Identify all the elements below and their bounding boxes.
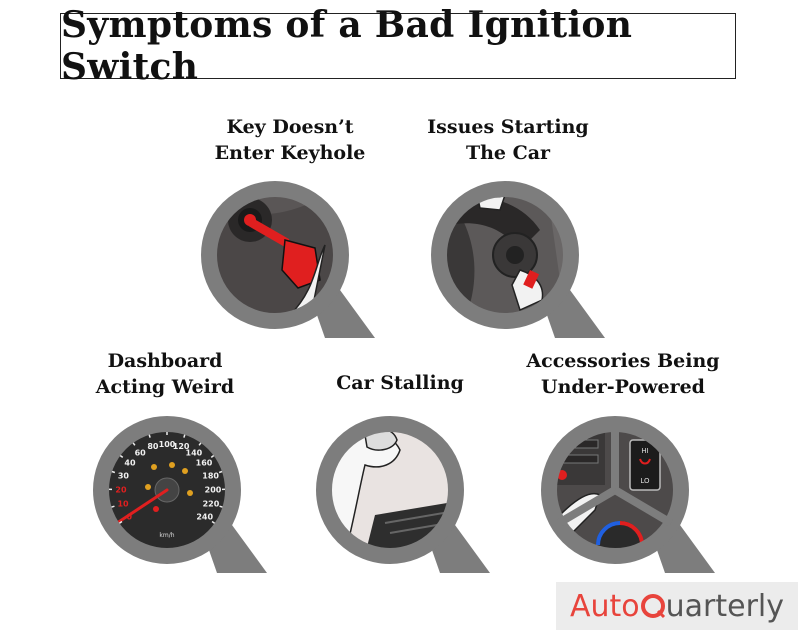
autoquarterly-logo: Auto uarterly bbox=[556, 582, 798, 630]
speedometer-tick-label: 160 bbox=[196, 459, 213, 468]
speedometer-tick-label: 60 bbox=[135, 449, 147, 458]
symptom-label-line: Dashboard bbox=[107, 350, 223, 372]
speedometer-tick-label: 120 bbox=[173, 442, 190, 451]
warning-light-icon bbox=[145, 484, 151, 490]
seat-heater-hi-label: HI bbox=[641, 447, 648, 455]
symptom-label-dashboard: Dashboard Acting Weird bbox=[70, 348, 260, 400]
speedometer-unit: km/h bbox=[159, 532, 174, 539]
speedometer-tick-label: 40 bbox=[124, 459, 136, 468]
warning-light-icon bbox=[187, 490, 193, 496]
warning-light-icon bbox=[153, 506, 159, 512]
symptom-label-accessories: Accessories Being Under-Powered bbox=[508, 348, 738, 400]
speedometer-tick-label: 80 bbox=[147, 442, 159, 451]
symptom-label-line: Key Doesn’t bbox=[226, 116, 354, 138]
symptom-label-line: Accessories Being bbox=[526, 350, 720, 372]
speedometer-tick-label: 0 bbox=[127, 512, 133, 521]
speedometer-tick-label: 20 bbox=[115, 485, 127, 494]
symptom-label-starting: Issues Starting The Car bbox=[408, 114, 608, 166]
speedometer-needle bbox=[112, 488, 169, 527]
speedometer-tick-label: 220 bbox=[203, 500, 220, 509]
logo-part-quarterly: uarterly bbox=[665, 588, 785, 624]
warning-light-icon bbox=[169, 462, 175, 468]
symptom-label-line: Under-Powered bbox=[541, 376, 705, 398]
speedometer-tick-label: 140 bbox=[186, 449, 203, 458]
symptom-label-line: Acting Weird bbox=[95, 376, 235, 398]
symptom-label-line: Enter Keyhole bbox=[214, 142, 366, 164]
warning-light-icon bbox=[182, 468, 188, 474]
symptom-label-line: Car Stalling bbox=[336, 372, 464, 394]
speedometer-tick-label: 240 bbox=[196, 512, 213, 521]
symptom-label-line: Issues Starting bbox=[427, 116, 589, 138]
speedometer-tick-label: 10 bbox=[117, 500, 129, 509]
symptom-label-stalling: Car Stalling bbox=[305, 370, 495, 396]
page-title: Symptoms of a Bad Ignition Switch bbox=[60, 4, 736, 88]
frustrated-driver-icon bbox=[316, 416, 490, 573]
logo-part-auto: Auto bbox=[569, 588, 640, 624]
symptom-label-key: Key Doesn’t Enter Keyhole bbox=[195, 114, 385, 166]
key-in-ignition-icon bbox=[201, 181, 375, 338]
symptom-label-line: The Car bbox=[465, 142, 551, 164]
seat-heater-lo-label: LO bbox=[640, 477, 650, 485]
gear-q-icon bbox=[640, 594, 665, 619]
speedometer-tick-label: 180 bbox=[202, 471, 219, 480]
speedometer-tick-label: 100 bbox=[159, 440, 176, 449]
hand-turning-key-icon bbox=[431, 181, 605, 338]
car-controls-icon: HI LO bbox=[541, 416, 715, 573]
warning-light-icon bbox=[151, 464, 157, 470]
speedometer-tick-label: 30 bbox=[118, 471, 130, 480]
seat-heat-icon bbox=[639, 458, 651, 465]
speedometer-tick-label: 200 bbox=[205, 485, 222, 494]
